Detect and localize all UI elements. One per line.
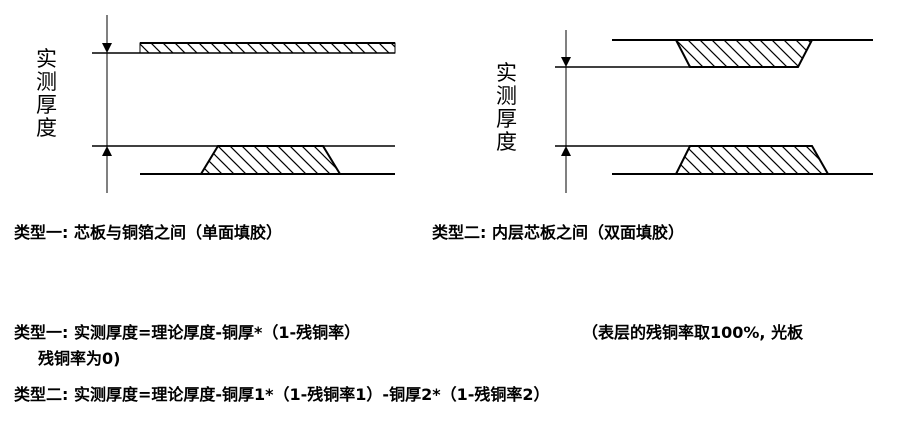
measured-thickness-label-char-2: 测	[36, 70, 57, 94]
diagram-type2: 实 测 厚 度	[496, 30, 873, 193]
arrow-up-icon	[561, 146, 571, 156]
thickness-diagrams: 实 测 厚 度 实 测 厚 度	[36, 15, 873, 193]
bottom-copper-trace	[199, 145, 342, 175]
measured-thickness-label-char-1: 实	[496, 61, 517, 85]
measured-thickness-label-char-4: 度	[36, 116, 57, 140]
measured-thickness-label-char-1: 实	[36, 47, 57, 71]
formula-type1-note-cont: 残铜率为0)	[38, 349, 121, 368]
top-foil-hatch	[139, 42, 396, 54]
arrow-down-icon	[102, 43, 112, 53]
top-copper-trace	[674, 39, 814, 68]
measured-thickness-label-char-2: 测	[496, 84, 517, 108]
formula-type2: 类型二: 实测厚度=理论厚度-铜厚1*（1-残铜率1）-铜厚2*（1-残铜率2）	[14, 385, 550, 404]
measured-thickness-label-char-4: 度	[496, 130, 517, 154]
caption-type2: 类型二: 内层芯板之间（双面填胶）	[432, 223, 684, 242]
measured-thickness-label-char-3: 厚	[36, 93, 57, 117]
diagram-type1: 实 测 厚 度	[36, 15, 396, 193]
formula-type1: 类型一: 实测厚度=理论厚度-铜厚*（1-残铜率）	[14, 323, 361, 342]
bottom-copper-trace	[674, 145, 830, 175]
arrow-down-icon	[561, 57, 571, 67]
formula-type1-note: （表层的残铜率取100%, 光板	[582, 323, 804, 342]
measured-thickness-label-char-3: 厚	[496, 107, 517, 131]
caption-type1: 类型一: 芯板与铜箔之间（单面填胶）	[14, 223, 282, 242]
arrow-up-icon	[102, 146, 112, 156]
